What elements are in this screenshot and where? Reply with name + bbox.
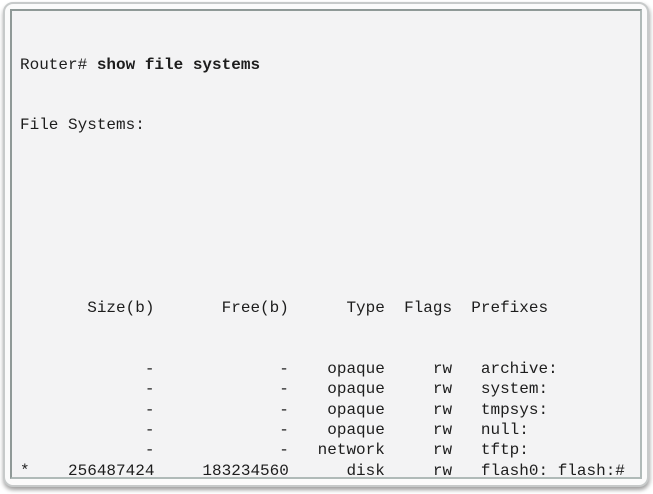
command-line: Router# show file systems	[20, 55, 640, 75]
table-row: - - opaque rw archive:	[20, 360, 558, 379]
blank-line	[20, 176, 640, 196]
table-row: - - opaque rw system:	[20, 380, 549, 399]
file-systems-heading: File Systems:	[20, 116, 145, 135]
command-text: show file systems	[96, 55, 261, 74]
table-row: * 256487424 183234560 disk rw flash0: fl…	[20, 461, 625, 479]
blank-line	[20, 237, 640, 257]
terminal-window: Router# show file systems File Systems: …	[10, 9, 642, 479]
terminal-output: Router# show file systems File Systems: …	[20, 14, 640, 479]
table-header-row: Size(b) Free(b) Type Flags Prefixes	[20, 299, 549, 318]
table-row: - - opaque rw tmpsys:	[20, 400, 549, 419]
terminal-card: Router# show file systems File Systems: …	[3, 2, 649, 487]
table-row: - - opaque rw null:	[20, 420, 529, 439]
router-prompt: Router#	[20, 55, 97, 74]
table-row: - - network rw tftp:	[20, 441, 529, 460]
file-systems-table: - - opaque rw archive: - - opaque rw sys…	[20, 359, 640, 479]
